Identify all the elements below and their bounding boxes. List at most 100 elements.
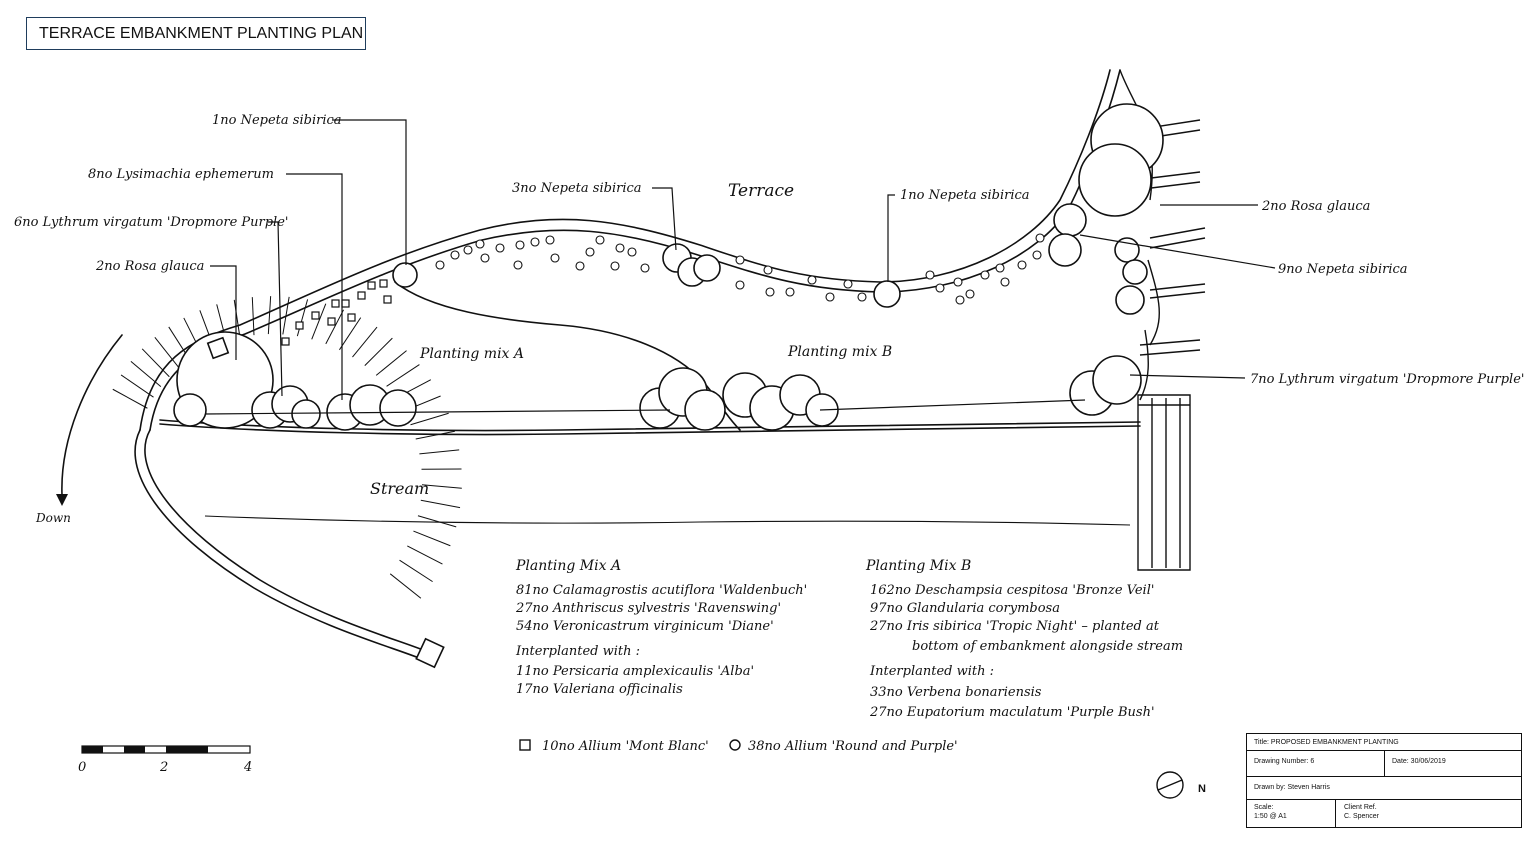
allium-circle-marker	[765, 287, 775, 297]
allium-circle-marker	[550, 253, 560, 263]
allium-square-key: 10no Allium 'Mont Blanc'	[542, 739, 709, 754]
hatch-line	[410, 412, 449, 426]
lythrum-right-symbol	[1069, 355, 1142, 416]
allium-circle-marker	[843, 279, 853, 289]
hatch-line	[352, 326, 378, 358]
scale-label-0: 0	[78, 760, 86, 775]
north-label: N	[1198, 783, 1206, 795]
title-block-scale-value: 1:50 @ A1	[1254, 813, 1287, 820]
allium-square-marker	[281, 337, 290, 346]
hatch-line	[233, 299, 241, 338]
allium-circle-marker	[965, 289, 975, 299]
title-block-client-value: C. Spencer	[1344, 813, 1380, 820]
callout-nepeta-3: 3no Nepeta sibirica	[512, 181, 642, 196]
plant-callouts: 1no Nepeta sibirica 8no Lysimachia ephem…	[14, 113, 1524, 387]
allium-circle-marker	[953, 277, 963, 287]
allium-circle-marker	[807, 275, 817, 285]
allium-circle-marker	[495, 243, 505, 253]
allium-circle-marker	[1035, 233, 1045, 243]
allium-circle-marker	[450, 250, 460, 260]
allium-square-marker	[379, 279, 388, 288]
allium-circle-key-icon	[729, 739, 741, 751]
allium-circle-marker	[857, 292, 867, 302]
hatch-line	[364, 337, 393, 366]
allium-square-key-icon	[519, 739, 531, 751]
allium-circle-markers	[435, 233, 1045, 305]
north-arrow: N	[1156, 771, 1206, 799]
hatch-line	[112, 388, 148, 409]
mix-a-item: 54no Veronicastrum virginicum 'Diane'	[516, 619, 774, 634]
mix-b-item: 27no Iris sibirica 'Tropic Night' – plan…	[869, 619, 1160, 634]
allium-circle-marker	[955, 295, 965, 305]
hatch-line	[130, 361, 162, 387]
hatch-line	[296, 299, 309, 337]
callout-rosa-left: 2no Rosa glauca	[95, 259, 204, 274]
mix-b-heading: Planting Mix B	[865, 558, 971, 574]
hatch-line	[419, 449, 460, 455]
title-block-scale-label: Scale:	[1254, 804, 1274, 811]
allium-key: 10no Allium 'Mont Blanc' 38no Allium 'Ro…	[519, 739, 958, 754]
allium-circle-marker	[463, 245, 473, 255]
hatch-line	[399, 559, 433, 583]
nepeta-single-mid-symbol	[873, 280, 901, 308]
allium-circle-marker	[1017, 260, 1027, 270]
hatch-line	[282, 296, 290, 335]
callout-rosa-right: 2no Rosa glauca	[1261, 199, 1370, 214]
allium-circle-marker	[935, 283, 945, 293]
allium-circle-marker	[1032, 250, 1042, 260]
allium-circle-marker	[513, 260, 523, 270]
allium-circle-marker	[980, 270, 990, 280]
nepeta-single-left-symbol	[392, 262, 418, 288]
mix-b-interplanted-item: 33no Verbena bonariensis	[870, 685, 1042, 700]
title-block-title: Title: PROPOSED EMBANKMENT PLANTING	[1254, 739, 1399, 746]
scale-label-2: 2	[159, 760, 168, 775]
mix-b-item: 162no Deschampsia cespitosa 'Bronze Veil…	[870, 583, 1154, 598]
hatch-line	[417, 515, 457, 528]
allium-square-marker	[311, 311, 320, 320]
callout-nepeta-1: 1no Nepeta sibirica	[212, 113, 342, 128]
down-arrow	[56, 334, 123, 506]
middle-shrubs	[639, 367, 839, 431]
mix-a-interplanted-heading: Interplanted with :	[515, 644, 640, 659]
title-block-drawing-number: Drawing Number: 6	[1254, 758, 1315, 765]
allium-circle-marker	[640, 263, 650, 273]
allium-circle-marker	[1000, 277, 1010, 287]
allium-circle-marker	[925, 270, 935, 280]
mix-b-area-label: Planting mix B	[787, 344, 892, 360]
allium-circle-marker	[585, 247, 595, 257]
mix-a-legend: Planting Mix A 81no Calamagrostis acutif…	[515, 558, 807, 697]
mix-a-interplanted-item: 11no Persicaria amplexicaulis 'Alba'	[516, 664, 754, 679]
allium-circle-marker	[995, 263, 1005, 273]
hatch-line	[120, 374, 154, 398]
rosa-glauca-right-symbol	[1078, 103, 1164, 217]
allium-circle-marker	[435, 260, 445, 270]
plant-symbols	[173, 103, 1164, 431]
hatch-line	[386, 364, 420, 387]
allium-square-marker	[295, 321, 304, 330]
hatch-line	[141, 348, 170, 378]
scale-bar: 0 2 4	[78, 745, 252, 775]
callout-lythrum-right: 7no Lythrum virgatum 'Dropmore Purple'	[1250, 372, 1524, 387]
callout-nepeta-1-mid: 1no Nepeta sibirica	[900, 188, 1030, 203]
allium-circle-marker	[480, 253, 490, 263]
mix-a-item: 81no Calamagrostis acutiflora 'Waldenbuc…	[516, 583, 807, 598]
title-block-drawn-by: Drawn by: Steven Harris	[1254, 784, 1330, 791]
down-label: Down	[35, 511, 71, 525]
allium-circle-marker	[475, 239, 485, 249]
callout-nepeta-9: 9no Nepeta sibirica	[1278, 262, 1408, 277]
allium-circle-marker	[610, 261, 620, 271]
terrace-label: Terrace	[728, 181, 794, 201]
allium-square-marker	[347, 313, 356, 322]
allium-square-marker	[367, 281, 376, 290]
leader-lines	[204, 119, 1276, 415]
mix-a-interplanted-item: 17no Valeriana officinalis	[516, 682, 683, 697]
scale-label-4: 4	[243, 760, 252, 775]
hatch-line	[407, 545, 443, 565]
hatch-line	[413, 530, 451, 547]
hatch-line	[267, 296, 272, 335]
mix-b-interplanted-item: 27no Eupatorium maculatum 'Purple Bush'	[869, 705, 1155, 720]
lower-path	[134, 429, 445, 669]
allium-square-marker	[357, 291, 366, 300]
mix-a-heading: Planting Mix A	[515, 558, 621, 574]
hatch-line	[389, 573, 422, 599]
